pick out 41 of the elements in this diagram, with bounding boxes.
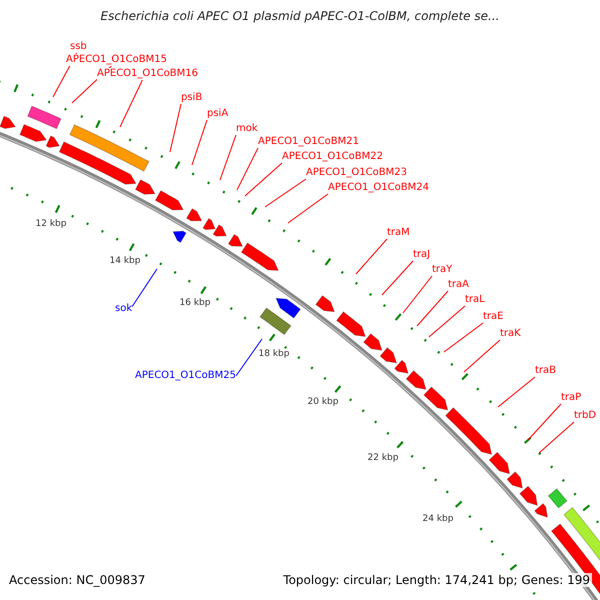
gene-label: APECO1_O1CoBM25 [135,370,236,382]
tick-label: 12 kbp [36,218,66,230]
gene-label: APECO1_O1CoBM22 [282,151,383,163]
leader-line [235,338,262,376]
leader-line [170,104,182,152]
tick-label: 14 kbp [110,255,140,267]
leader-line [264,178,306,208]
gene-label: APECO1_O1CoBM16 [97,68,198,80]
gene-label: traJ [413,249,430,261]
gene-label: APECO1_O1CoBM23 [306,167,407,179]
leader-line [236,148,258,190]
tick-label: 16 kbp [180,297,210,309]
tick-label: 20 kbp [308,396,338,408]
leader-line [528,404,562,440]
leader-line [120,80,143,128]
leader-line [220,134,236,180]
gene-label: psiB [181,92,202,104]
leader-line [132,268,158,308]
leader-line [288,194,328,224]
gene-label: psiA [207,108,228,120]
leader-line [402,276,432,314]
leader-line [416,290,448,326]
leader-line [538,422,574,454]
gene-label: ssb [70,41,87,53]
accession-note: Accession: NC_009837 [7,573,148,587]
gene-label: APECO1_O1CoBM21 [258,136,359,148]
leader-line [244,162,282,196]
map-title: Escherichia coli APEC O1 plasmid pAPEC-O1-ColBM, complete se... [100,9,500,23]
tick-label: 24 kbp [422,513,454,525]
tick-label: 18 kbp [258,348,290,360]
leader-line [192,120,208,166]
leader-line [382,260,414,296]
leader-line [428,306,466,338]
tick-label: 22 kbp [368,452,398,464]
gene-label: APECO1_O1CoBM24 [328,182,429,194]
gene-label: APECO1_O1CoBM15 [66,54,167,66]
leader-line [356,238,388,274]
leader-line [464,340,500,372]
leader-line [498,376,536,408]
summary-note: Topology: circular; Length: 174,241 bp; Genes: 199 [281,573,592,587]
leader-line [444,322,484,352]
